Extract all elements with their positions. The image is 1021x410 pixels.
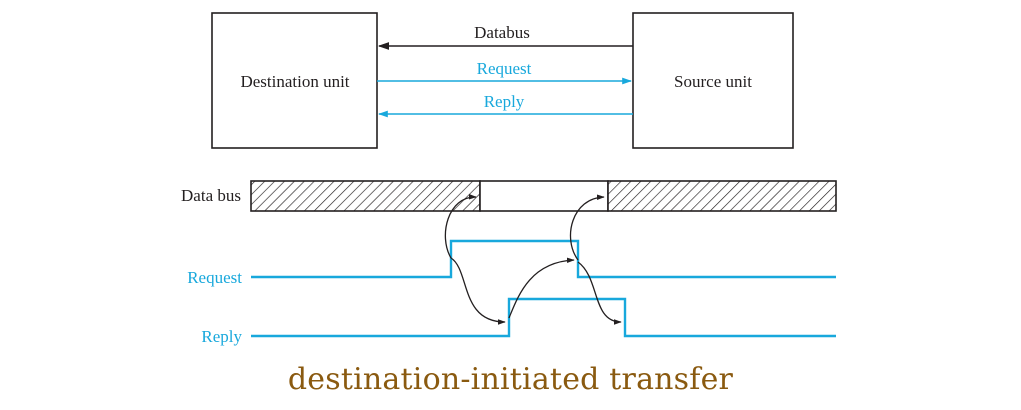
figure-caption: destination-initiated transfer [287,362,734,397]
request-arrow-label: Request [477,59,532,78]
reply-timing-label: Reply [201,327,242,346]
request-timing-label: Request [187,268,242,287]
request-fall-to-data-arrow [569,194,605,261]
data-bus-timing-label: Data bus [181,186,241,205]
request-to-reply-rise-arrow [450,257,506,325]
destination-unit-label: Destination unit [240,72,349,91]
source-unit-box [632,12,794,149]
data-bus-invalid-left [250,180,481,212]
reply-to-request-fall-arrow [508,257,575,319]
reply-waveform [251,297,836,338]
request-to-data-arrow [444,194,477,259]
request-fall-to-reply-fall-arrow [577,261,622,325]
databus-arrow-label: Databus [474,23,530,42]
source-unit-label: Source unit [674,72,752,91]
handshake-diagram: Destination unit Source unit Databus Req… [181,12,837,346]
request-waveform [251,239,836,279]
data-bus-valid-window [479,180,609,212]
data-bus-invalid-right [607,180,837,212]
reply-arrow-label: Reply [484,92,525,111]
